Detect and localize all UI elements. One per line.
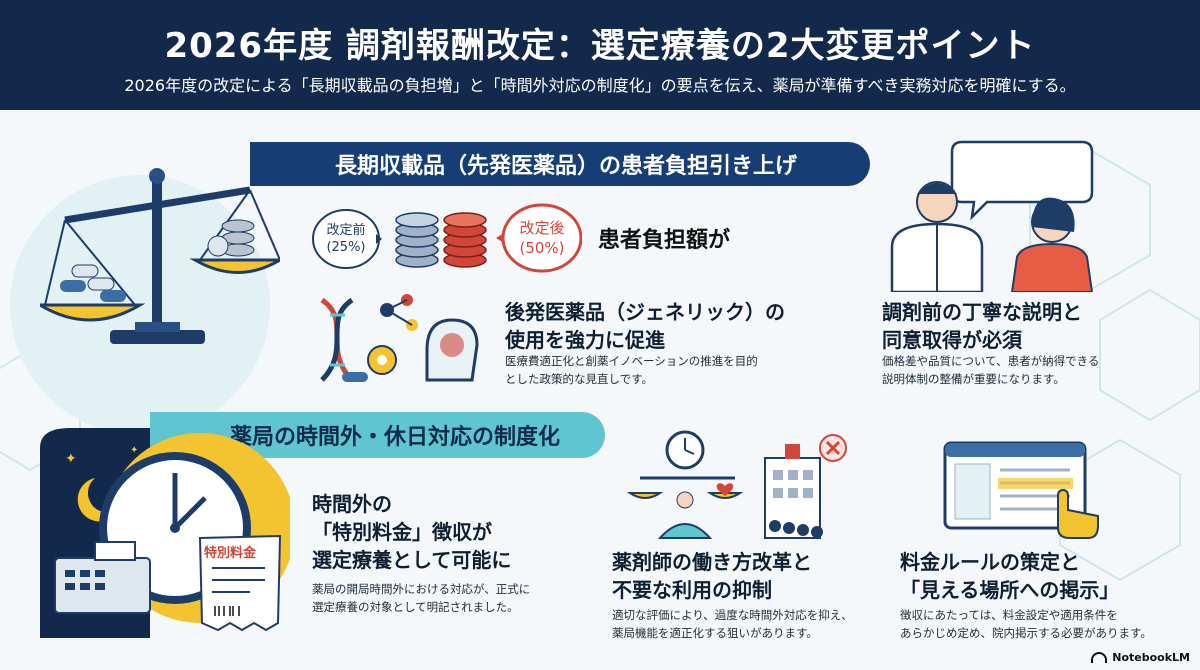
page-subtitle: 2026年度の改定による「長期収載品の負担増」と「時間外対応の制度化」の要点を伝… [124, 76, 1076, 95]
header-banner: 2026年度 調剤報酬改定：選定療養の2大変更ポイント 2026年度の改定による… [0, 0, 1200, 110]
before-label: 改定前 (25%) [312, 222, 380, 256]
section1-band: 長期収載品（先発医薬品）の患者負担引き上げ [250, 142, 870, 186]
page-title: 2026年度 調剤報酬改定：選定療養の2大変更ポイント [164, 26, 1036, 66]
dna-molecule-icon [320, 294, 479, 382]
after-bubble-icon [496, 203, 582, 273]
before-bubble-icon [312, 209, 382, 269]
fee-body: 薬局の開局時間外における対応が、正式に 選定療養の対象として明記されました。 [312, 582, 531, 614]
coin-stack-blue-icon [395, 212, 439, 268]
night-clock-icon: ✦ ✦ [40, 428, 290, 638]
before-percent: (25%) [326, 240, 366, 255]
consent-body: 価格差や品質について、患者が納得できる 説明体制の整備が重要になります。 [882, 354, 1100, 386]
burden-text: 患者負担額が [598, 228, 731, 253]
balance-scale-icon [40, 168, 280, 344]
generic-body: 医療費適正化と創薬イノベーションの推進を目的 とした政策的な見直しです。 [505, 354, 758, 386]
rules-body: 徴収にあたっては、料金設定や適用条件を あらかじめ定め、院内掲示する必要がありま… [900, 608, 1152, 640]
price-board-icon [943, 441, 1099, 539]
coin-stack-red-icon [443, 212, 487, 268]
reform-body: 適切な評価により、過度な時間外対応を抑え、 薬局機能を適正化する狙いがあります。 [612, 608, 853, 640]
before-text: 改定前 [326, 223, 366, 238]
rules-heading: 料金ルールの策定と 「見える場所への掲示」 [900, 550, 1120, 602]
after-label: 改定後 (50%) [502, 218, 582, 258]
reform-heading: 薬剤師の働き方改革と 不要な利用の抑制 [612, 550, 812, 602]
section2-title: 薬局の時間外・休日対応の制度化 [230, 425, 561, 450]
fee-heading: 時間外の 「特別料金」徴収が 選定療養として可能に [312, 492, 512, 572]
receipt-label: 特別料金 [204, 546, 257, 561]
after-percent: (50%) [519, 239, 565, 257]
section1-title: 長期収載品（先発医薬品）の患者負担引き上げ [335, 154, 798, 179]
svg-text:✦: ✦ [65, 451, 77, 467]
pharmacist-patient-icon [890, 140, 1094, 292]
consent-heading: 調剤前の丁寧な説明と 同意取得が必須 [882, 300, 1082, 352]
notebooklm-icon [1091, 652, 1108, 663]
after-text: 改定後 [519, 219, 565, 237]
generic-heading: 後発医薬品（ジェネリック）の 使用を強力に促進 [505, 300, 785, 352]
brand-text: NotebookLM [1112, 651, 1190, 664]
work-balance-icon [626, 430, 847, 539]
svg-text:✦: ✦ [130, 445, 138, 456]
notebooklm-logo: NotebookLM [1091, 651, 1190, 664]
